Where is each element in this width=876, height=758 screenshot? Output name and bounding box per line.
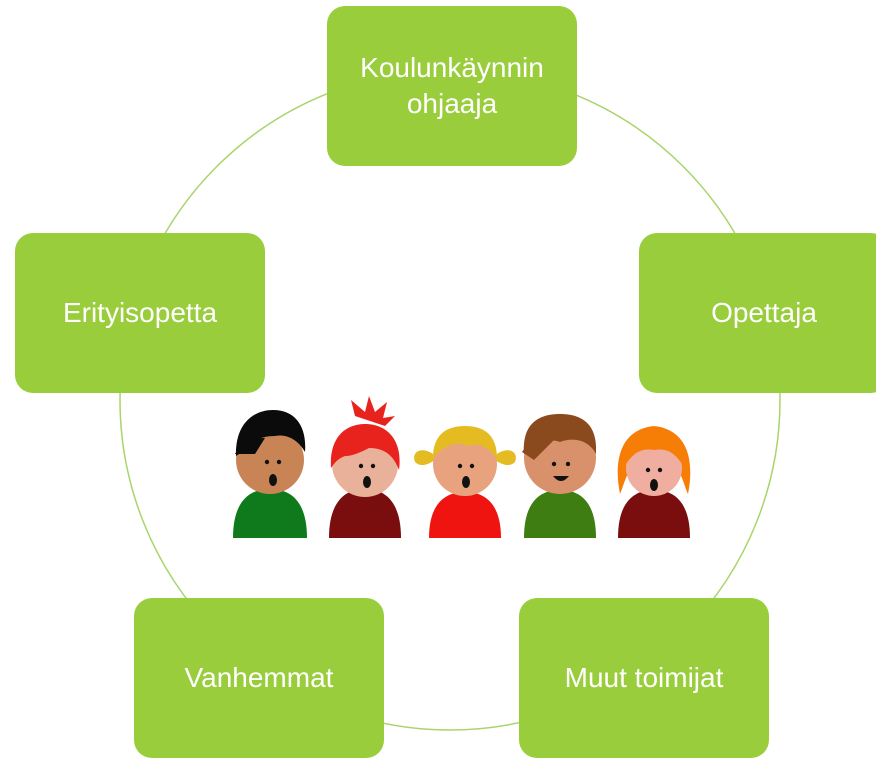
- node-label: Vanhemmat: [184, 662, 334, 693]
- node-label: Erityisopetta: [62, 297, 218, 328]
- node-label: Muut toimijat: [564, 662, 724, 693]
- child-5-figure: [617, 426, 691, 538]
- node-erityisopetta: Erityisopetta: [15, 233, 265, 393]
- node-label: Koulunkäynnin ohjaaja: [360, 52, 544, 119]
- node-label: Opettaja: [711, 297, 817, 328]
- node-opettaja: Opettaja: [639, 233, 876, 393]
- child-4-figure: [522, 414, 597, 538]
- child-1-figure: [233, 410, 307, 538]
- children-illustration: [233, 396, 691, 538]
- child-3-figure: [414, 426, 516, 538]
- node-vanhemmat: Vanhemmat: [134, 598, 384, 758]
- node-muut-toimijat: Muut toimijat: [519, 598, 769, 758]
- child-2-figure: [329, 396, 401, 538]
- node-koulunkaynnin-ohjaaja: Koulunkäynnin ohjaaja: [327, 6, 577, 166]
